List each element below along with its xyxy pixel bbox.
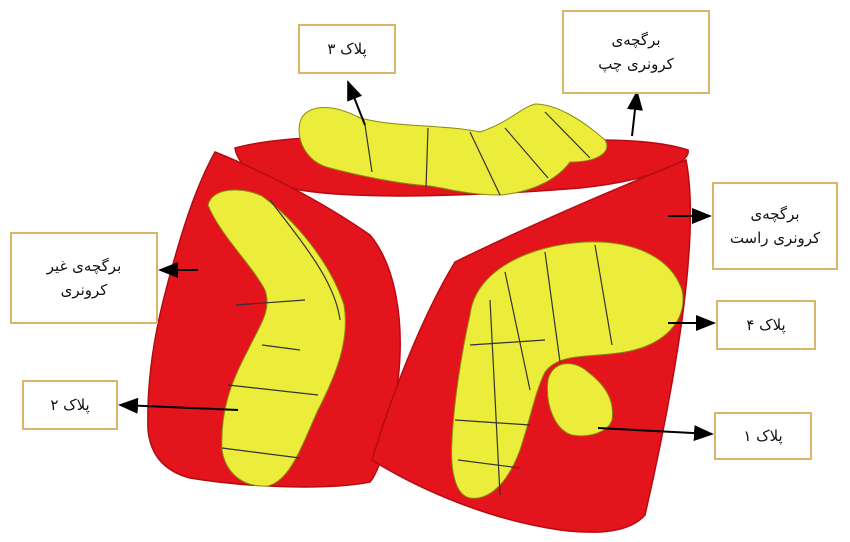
- label-plaque-3: پلاک ۳: [298, 24, 396, 74]
- label-right-coronary-line-1: برگچه‌ی: [750, 202, 799, 226]
- label-non-coronary-line-2: کرونری: [61, 278, 108, 302]
- label-non-coronary-line-1: برگچه‌ی غیر: [47, 254, 121, 278]
- label-right-coronary-line-2: کرونری راست: [730, 226, 820, 250]
- label-left-coronary-line-1: برگچه‌ی: [611, 28, 660, 52]
- label-plaque-2-text: پلاک ۲: [50, 393, 89, 417]
- arrow-left-coronary: [632, 92, 637, 136]
- label-plaque-3-text: پلاک ۳: [327, 37, 366, 61]
- label-plaque-4: پلاک ۴: [716, 300, 816, 350]
- label-right-coronary-leaflet: برگچه‌ی کرونری راست: [712, 182, 838, 270]
- label-non-coronary-leaflet: برگچه‌ی غیر کرونری: [10, 232, 158, 324]
- label-plaque-1: پلاک ۱: [714, 412, 812, 460]
- label-plaque-2: پلاک ۲: [22, 380, 118, 430]
- label-plaque-1-text: پلاک ۱: [743, 424, 782, 448]
- label-plaque-4-text: پلاک ۴: [746, 313, 785, 337]
- label-left-coronary-leaflet: برگچه‌ی کرونری چپ: [562, 10, 710, 94]
- label-left-coronary-line-2: کرونری چپ: [598, 52, 674, 76]
